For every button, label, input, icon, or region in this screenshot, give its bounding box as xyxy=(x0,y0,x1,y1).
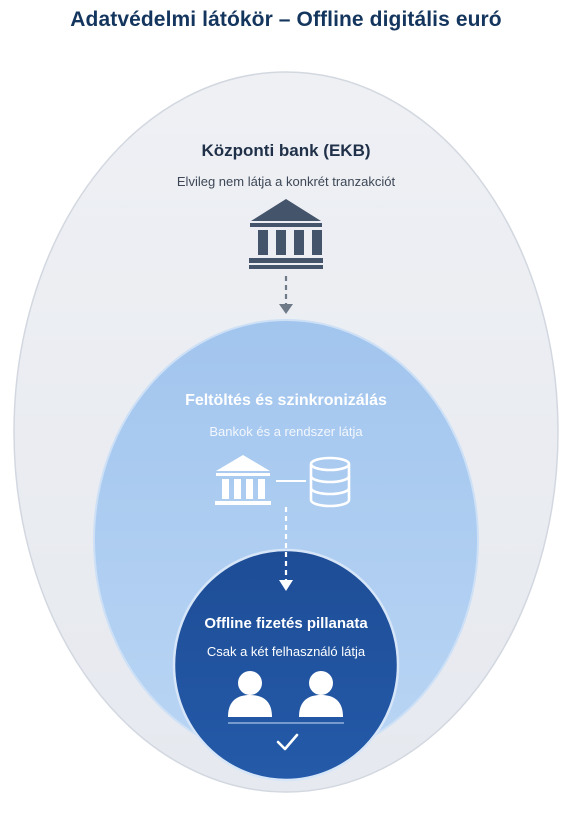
offline-payment-title: Offline fizetés pillanata xyxy=(204,615,368,632)
checkmark-icon xyxy=(276,733,299,751)
bank-icon xyxy=(249,199,323,269)
user-icon xyxy=(228,671,272,717)
page-title: Adatvédelmi látókör – Offline digitális … xyxy=(70,8,502,31)
user-icon xyxy=(299,671,343,717)
bank-icon xyxy=(215,455,271,505)
central-bank-title: Központi bank (EKB) xyxy=(201,141,371,160)
central-bank-subtitle: Elvileg nem látja a konkrét tranzakciót xyxy=(176,174,396,189)
sync-title: Feltöltés és szinkronizálás xyxy=(185,392,387,409)
arrow-down-icon xyxy=(279,276,293,314)
arrow-down-icon xyxy=(279,507,293,591)
database-icon xyxy=(309,456,351,508)
offline-payment-subtitle: Csak a két felhasználó látja xyxy=(206,644,366,659)
sync-subtitle: Bankok és a rendszer látja xyxy=(209,424,363,439)
